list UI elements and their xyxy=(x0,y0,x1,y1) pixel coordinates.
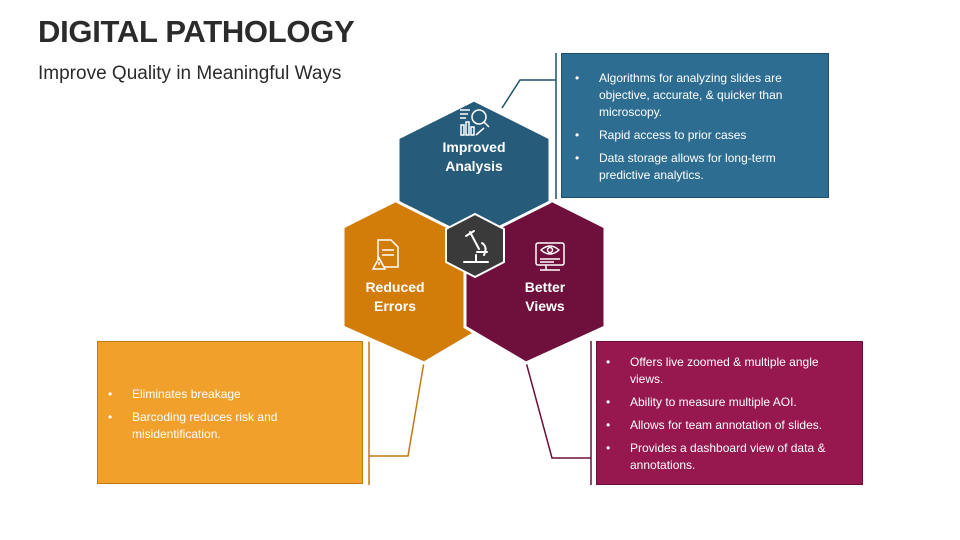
document-warning-icon xyxy=(371,239,399,270)
list-item: Allows for team annotation of slides. xyxy=(606,417,852,434)
label-better-views: Better Views xyxy=(495,278,595,316)
label-improved-analysis-line2: Analysis xyxy=(445,158,503,174)
label-better-views-line2: Views xyxy=(525,298,565,314)
list-item: Barcoding reduces risk and misidentifica… xyxy=(108,409,350,443)
list-item: Offers live zoomed & multiple angle view… xyxy=(606,354,852,388)
list-item: Eliminates breakage xyxy=(108,386,350,403)
list-item: Algorithms for analyzing slides are obje… xyxy=(575,70,816,121)
errors-details-box: Eliminates breakage Barcoding reduces ri… xyxy=(97,341,363,484)
connector-line-views xyxy=(525,361,591,459)
monitor-eye-icon xyxy=(535,242,565,271)
views-bullet-list: Offers live zoomed & multiple angle view… xyxy=(606,354,852,474)
list-item: Rapid access to prior cases xyxy=(575,127,816,144)
label-improved-analysis-line1: Improved xyxy=(442,139,506,155)
label-reduced-errors: Reduced Errors xyxy=(345,278,445,316)
errors-bullet-list: Eliminates breakage Barcoding reduces ri… xyxy=(108,386,350,443)
hex-center xyxy=(445,212,505,279)
analysis-bullet-list: Algorithms for analyzing slides are obje… xyxy=(575,70,816,184)
page-subtitle: Improve Quality in Meaningful Ways xyxy=(38,63,342,84)
list-item: Data storage allows for long-term predic… xyxy=(575,150,816,184)
connector-line-errors xyxy=(369,361,425,457)
list-item: Ability to measure multiple AOI. xyxy=(606,394,852,411)
connector-line-analysis xyxy=(501,79,556,109)
label-reduced-errors-line1: Reduced xyxy=(365,279,425,295)
analytics-chart-icon xyxy=(460,109,490,136)
label-improved-analysis: Improved Analysis xyxy=(424,138,524,176)
views-details-box: Offers live zoomed & multiple angle view… xyxy=(596,341,863,485)
page-title: DIGITAL PATHOLOGY xyxy=(38,14,355,49)
analysis-details-box: Algorithms for analyzing slides are obje… xyxy=(561,53,829,198)
microscope-icon xyxy=(463,230,489,263)
label-reduced-errors-line2: Errors xyxy=(373,298,417,314)
label-better-views-line1: Better xyxy=(524,279,566,295)
hex-improved-analysis-top xyxy=(396,98,552,242)
list-item: Provides a dashboard view of data & anno… xyxy=(606,440,852,474)
